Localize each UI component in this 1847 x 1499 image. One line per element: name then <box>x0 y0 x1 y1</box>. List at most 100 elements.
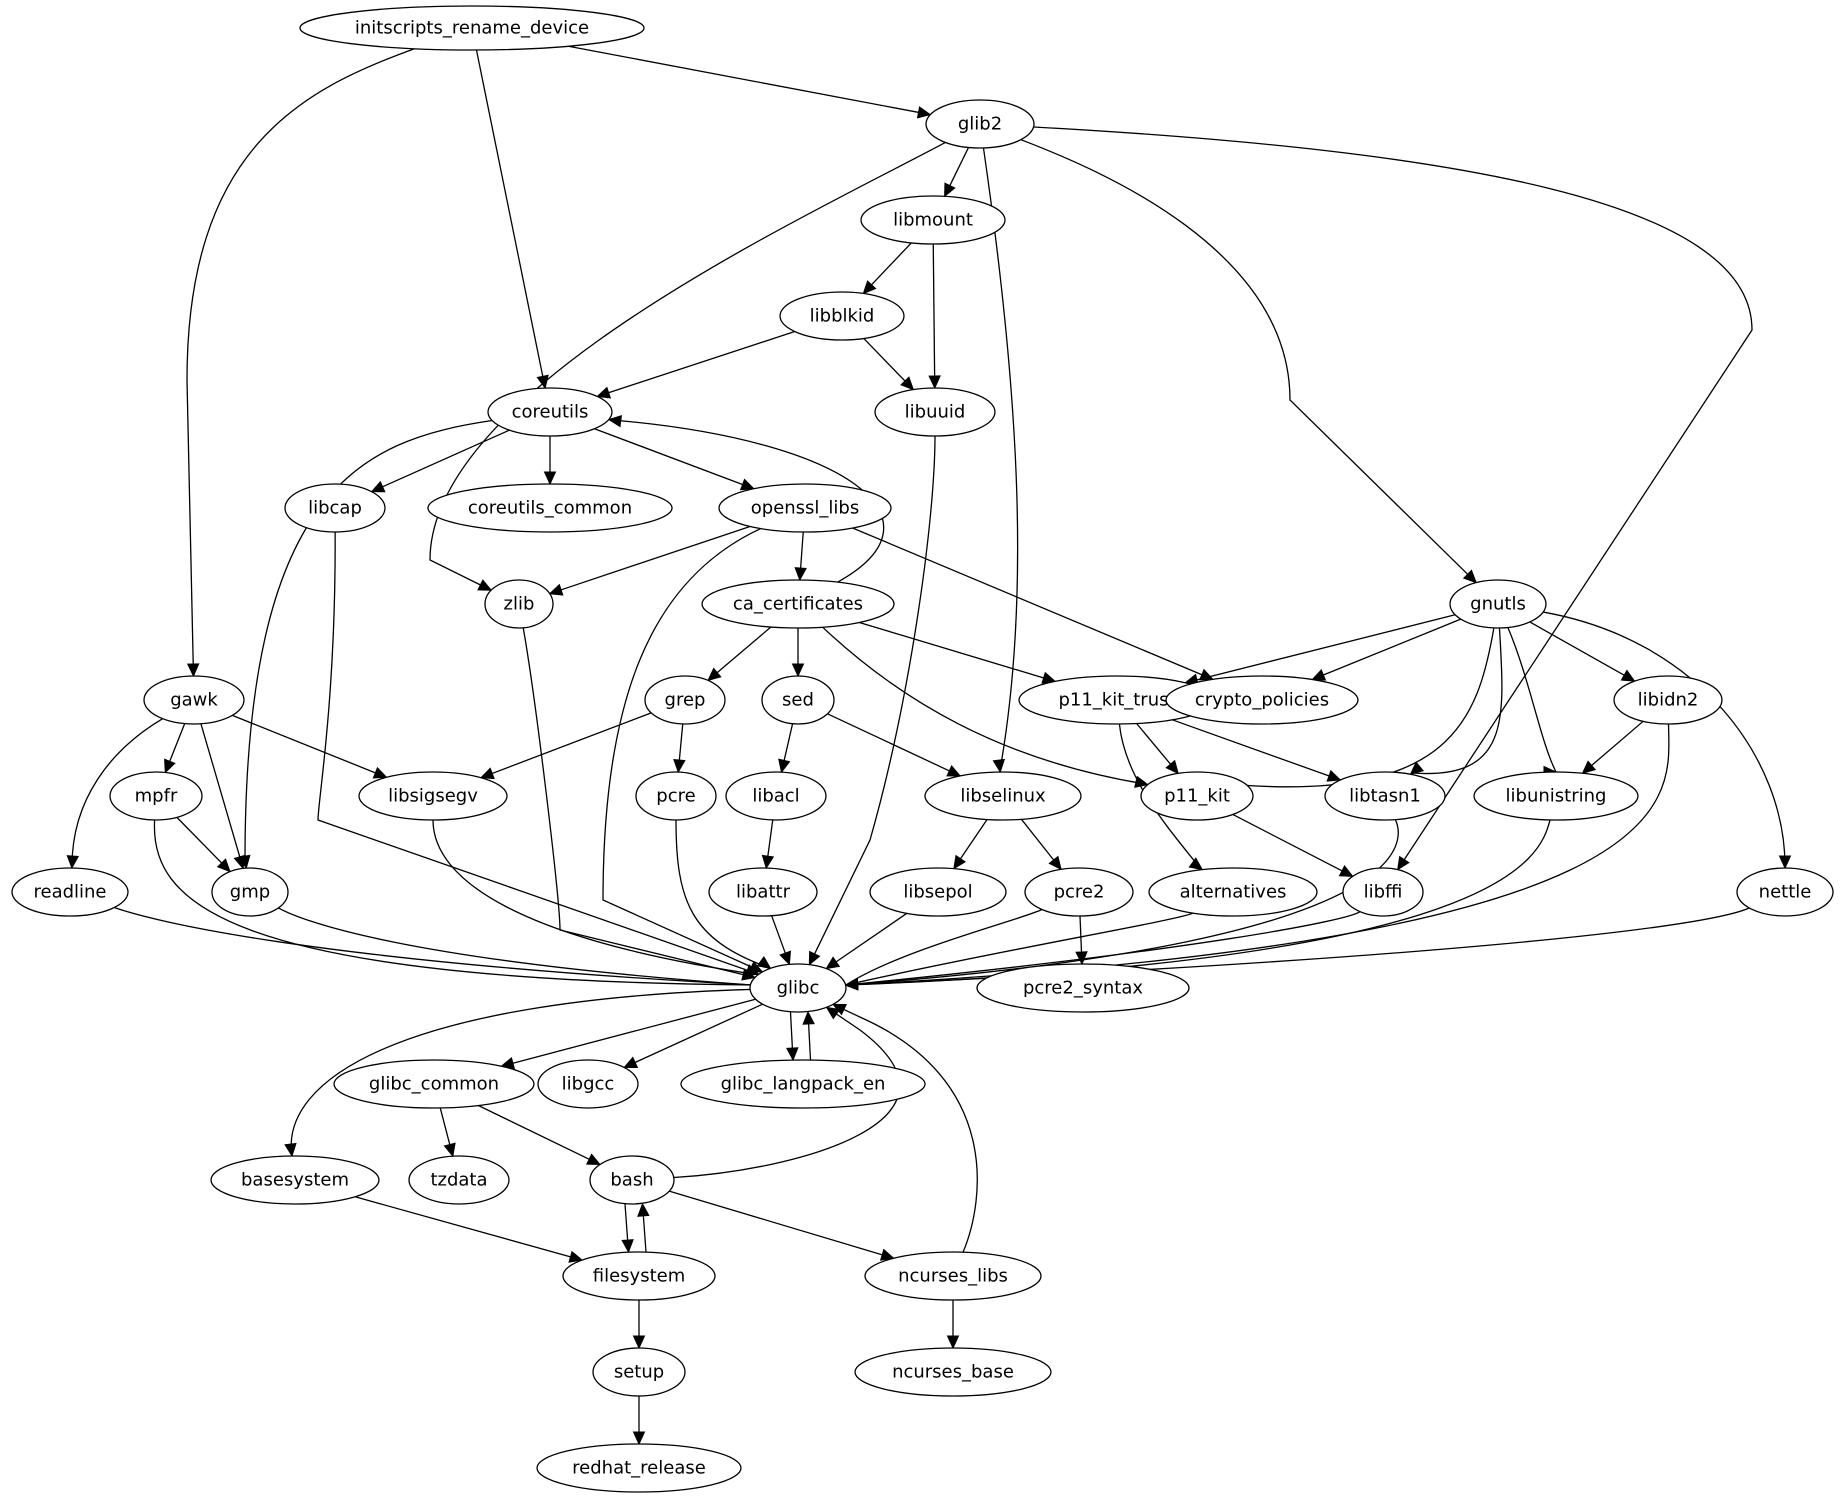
arrowhead-icon <box>1326 769 1342 782</box>
node-libtasn1[interactable]: libtasn1 <box>1324 771 1446 821</box>
arrowhead-icon <box>944 182 956 198</box>
edge-gawk-to-libsigsegv <box>232 714 388 779</box>
node-ellipse <box>925 99 1035 149</box>
edge-line <box>594 428 744 486</box>
node-ellipse <box>701 579 895 629</box>
node-filesystem[interactable]: filesystem <box>562 1251 716 1301</box>
node-ncurses_base[interactable]: ncurses_base <box>854 1347 1052 1397</box>
node-libblkid[interactable]: libblkid <box>779 291 905 341</box>
arrowhead-icon <box>1778 855 1792 870</box>
node-libattr[interactable]: libattr <box>708 867 818 917</box>
node-libgcc[interactable]: libgcc <box>537 1059 639 1109</box>
node-p11_kit_trust[interactable]: p11_kit_trust <box>1018 675 1216 725</box>
arrowhead-icon <box>1311 669 1327 681</box>
node-label: gmp <box>230 882 270 903</box>
edge-gnutls-to-crypto_policies <box>1311 618 1462 681</box>
node-readline[interactable]: readline <box>11 867 129 917</box>
node-gnutls[interactable]: gnutls <box>1449 579 1547 629</box>
node-pcre2_syntax[interactable]: pcre2_syntax <box>976 963 1190 1013</box>
edge-line <box>870 242 912 286</box>
node-initscripts_rename_device[interactable]: initscripts_rename_device <box>299 5 645 51</box>
node-sed[interactable]: sed <box>761 675 835 725</box>
edge-ncurses_libs-to-ncurses_base <box>946 1300 960 1350</box>
edge-line <box>607 330 795 394</box>
arrowhead-icon <box>756 955 772 970</box>
edge-line <box>633 1003 763 1064</box>
node-openssl_libs[interactable]: openssl_libs <box>718 483 892 533</box>
node-libsepol[interactable]: libsepol <box>869 867 1007 917</box>
edge-line <box>381 429 510 488</box>
edge-libblkid-to-libuuid <box>863 338 915 391</box>
edge-line <box>1195 614 1456 681</box>
node-nettle[interactable]: nettle <box>1736 867 1834 917</box>
node-glibc_langpack_en[interactable]: glibc_langpack_en <box>680 1059 926 1109</box>
node-libacl[interactable]: libacl <box>725 771 827 821</box>
node-label: libffi <box>1364 882 1403 903</box>
node-coreutils[interactable]: coreutils <box>487 387 613 437</box>
edge-line <box>559 525 751 591</box>
node-ellipse <box>11 867 129 917</box>
node-grep[interactable]: grep <box>644 675 726 725</box>
node-gawk[interactable]: gawk <box>143 675 245 725</box>
node-ellipse <box>854 1347 1052 1397</box>
node-zlib[interactable]: zlib <box>484 579 554 629</box>
edge-glibc_common-to-tzdata <box>439 1107 456 1158</box>
arrowhead-icon <box>946 1335 960 1350</box>
node-pcre2[interactable]: pcre2 <box>1024 867 1134 917</box>
node-p11_kit[interactable]: p11_kit <box>1140 771 1254 821</box>
edge-line <box>153 819 762 987</box>
arrowhead-icon <box>596 386 612 399</box>
node-ellipse <box>718 483 892 533</box>
node-libunistring[interactable]: libunistring <box>1473 771 1639 821</box>
node-libidn2[interactable]: libidn2 <box>1613 675 1723 725</box>
edge-glibc_langpack_en-to-glibc <box>802 1010 815 1061</box>
node-glib2[interactable]: glib2 <box>925 99 1035 149</box>
node-mpfr[interactable]: mpfr <box>109 771 203 821</box>
arrowhead-icon <box>621 1239 634 1254</box>
node-setup[interactable]: setup <box>592 1347 686 1397</box>
node-label: setup <box>614 1362 664 1383</box>
node-libsigsegv[interactable]: libsigsegv <box>358 771 508 821</box>
node-label: alternatives <box>1180 882 1287 903</box>
node-tzdata[interactable]: tzdata <box>408 1155 510 1205</box>
node-ellipse <box>484 579 554 629</box>
node-glibc[interactable]: glibc <box>749 963 847 1013</box>
edge-zlib-to-glibc <box>522 627 757 981</box>
arrowhead-icon <box>543 471 557 486</box>
node-libmount[interactable]: libmount <box>860 195 1006 245</box>
node-gmp[interactable]: gmp <box>211 867 289 917</box>
arrowhead-icon <box>802 1010 815 1025</box>
node-label: grep <box>665 690 706 711</box>
node-label: ncurses_libs <box>898 1266 1008 1287</box>
node-libffi[interactable]: libffi <box>1342 867 1424 917</box>
node-basesystem[interactable]: basesystem <box>210 1155 380 1205</box>
edge-glibc-to-glibc_common <box>500 998 756 1070</box>
node-libcap[interactable]: libcap <box>284 483 386 533</box>
node-ellipse <box>1148 867 1318 917</box>
arrowhead-icon <box>1188 857 1204 871</box>
node-ca_certificates[interactable]: ca_certificates <box>701 579 895 629</box>
node-alternatives[interactable]: alternatives <box>1148 867 1318 917</box>
node-label: glibc_langpack_en <box>721 1074 886 1095</box>
arrowhead-icon <box>791 663 805 678</box>
node-redhat_release[interactable]: redhat_release <box>536 1443 742 1493</box>
node-pcre[interactable]: pcre <box>635 771 717 821</box>
node-ellipse <box>1736 867 1834 917</box>
node-label: p11_kit_trust <box>1058 690 1175 711</box>
edge-glibc_common-to-bash <box>478 1104 602 1165</box>
node-ncurses_libs[interactable]: ncurses_libs <box>864 1251 1042 1301</box>
node-bash[interactable]: bash <box>589 1155 675 1205</box>
node-coreutils_common[interactable]: coreutils_common <box>427 483 673 533</box>
arrowhead-icon <box>632 1335 646 1350</box>
node-crypto_policies[interactable]: crypto_policies <box>1165 675 1359 725</box>
node-ellipse <box>592 1347 686 1397</box>
node-ellipse <box>284 483 386 533</box>
node-ellipse <box>644 675 726 725</box>
node-libuuid[interactable]: libuuid <box>874 387 996 437</box>
arrowhead-icon <box>164 758 176 774</box>
node-glibc_common[interactable]: glibc_common <box>333 1059 535 1109</box>
node-libselinux[interactable]: libselinux <box>924 771 1082 821</box>
node-ellipse <box>635 771 717 821</box>
edge-ca_certificates-to-sed <box>791 628 805 678</box>
node-ellipse <box>864 1251 1042 1301</box>
